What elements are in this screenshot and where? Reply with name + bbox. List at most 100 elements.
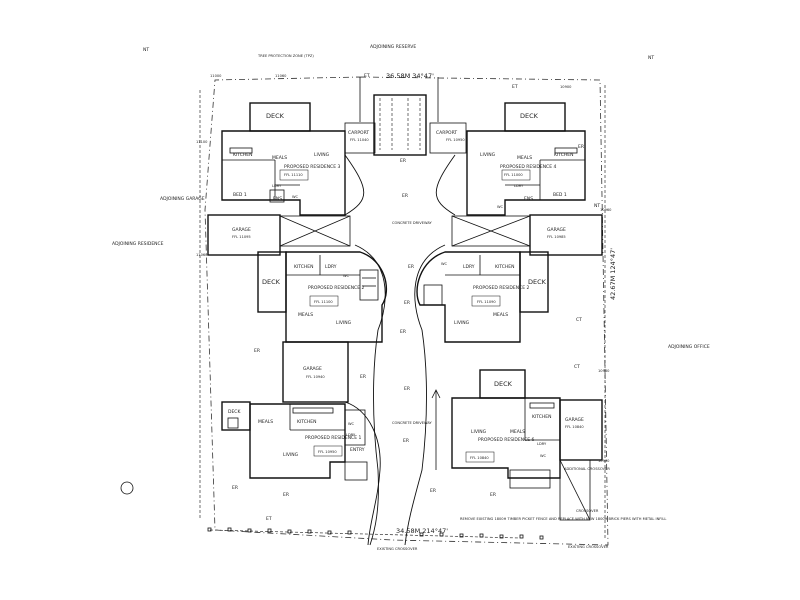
garage-bottom-right-level: FFL 10840 (565, 425, 584, 429)
r6-deck-label: DECK (494, 380, 513, 388)
r2r-wc-label: WC (441, 262, 448, 266)
spot-level-4: 11060 (196, 253, 208, 257)
garage-left-label: GARAGE (232, 227, 251, 233)
r6-living-label: LIVING (471, 429, 487, 435)
r1-living-label: LIVING (283, 452, 299, 458)
spot-level-2: 11060 (275, 74, 287, 78)
r4-bed-label: BED 1 (553, 192, 567, 198)
spot-level-7: 10960 (598, 459, 610, 463)
existing-crossover-left: EXISTING CROSSOVER (377, 547, 418, 551)
er-marker-1: ER (400, 158, 406, 164)
adjoining-office-label: ADJOINING OFFICE (668, 344, 710, 350)
garage-left-level: FFL 11095 (232, 235, 251, 239)
r1-wc-label: WC (348, 422, 355, 426)
r2l-wc-label: WC (343, 274, 350, 278)
r6-wc-label: WC (540, 454, 547, 458)
adjoining-reserve-label: ADJOINING RESERVE (370, 44, 416, 50)
r3-carport-label: CARPORT (348, 130, 369, 136)
r4-kitchen-label: KITCHEN (554, 152, 574, 158)
er-marker-7: ER (404, 386, 410, 392)
r3-deck-label: DECK (266, 112, 285, 120)
additional-crossover-label: ADDITIONAL CROSSOVER (564, 467, 610, 471)
spot-level-8: 10900 (560, 85, 572, 89)
r4-ffl: FFL 11000 (504, 173, 523, 177)
r1-title: PROPOSED RESIDENCE 1 (305, 435, 361, 441)
r2r-meals-label: MEALS (493, 312, 508, 318)
er-marker-5: ER (400, 329, 406, 335)
r6-kitchen-label: KITCHEN (532, 414, 552, 420)
nt-marker-1: NT (143, 47, 149, 53)
r2l-living-label: LIVING (336, 320, 352, 326)
r3-ldry-label: LDRY (272, 184, 282, 188)
residence-2-left (257, 251, 387, 343)
r6-ffl: FFL 10840 (470, 456, 489, 460)
et-marker-1: ET (364, 73, 370, 79)
residence-6 (451, 369, 591, 521)
driveway-top-label: CONCRETE DRIVEWAY (392, 221, 433, 225)
r4-deck-label: DECK (520, 112, 539, 120)
r2l-kitchen-label: KITCHEN (294, 264, 314, 270)
garage-right-level: FFL 10985 (547, 235, 566, 239)
garage-right (529, 214, 603, 256)
er-marker-3: ER (408, 264, 414, 270)
r3-kitchen-label: KITCHEN (233, 152, 253, 158)
garage-left (207, 214, 281, 256)
spot-level-1: 11000 (210, 74, 222, 78)
fence-note: REMOVE EXISTING 1800H TIMBER PICKET FENC… (460, 517, 666, 521)
r2l-title: PROPOSED RESIDENCE 2 (308, 285, 364, 291)
r3-wc-label: WC (292, 195, 299, 199)
et-marker-2: ET (512, 84, 518, 90)
r6-meals-label: MEALS (510, 429, 525, 435)
r3-bed-label: BED 1 (233, 192, 247, 198)
r4-title: PROPOSED RESIDENCE 4 (500, 164, 556, 170)
r2r-living-label: LIVING (454, 320, 470, 326)
top-boundary-dimension: 36.58M 34°47' (386, 72, 434, 80)
adjoining-residence-label: ADJOINING RESIDENCE (112, 241, 164, 247)
tree-protection-note: TREE PROTECTION ZONE (TPZ) (257, 54, 314, 58)
existing-crossover-right: EXISTING CROSSOVER (568, 545, 609, 549)
er-marker-6: ER (360, 374, 366, 380)
bottom-boundary-dimension: 34.58M 214°47' (396, 527, 448, 535)
residence-2-right (416, 251, 549, 343)
er-marker-10: ER (283, 492, 289, 498)
r3-carport-level: FFL 11040 (350, 138, 369, 142)
er-marker-2: ER (402, 193, 408, 199)
nt-marker-2: NT (648, 55, 654, 61)
et-marker-3: ET (266, 516, 272, 522)
r2l-meals-label: MEALS (298, 312, 313, 318)
r3-title: PROPOSED RESIDENCE 3 (284, 164, 340, 170)
r2r-kitchen-label: KITCHEN (495, 264, 515, 270)
r4-carport-level: FFL 10950 (446, 138, 465, 142)
er-marker-11: ER (430, 488, 436, 494)
new-crossover-label: CROSSOVER (576, 509, 599, 513)
r3-ffl: FFL 11110 (284, 173, 303, 177)
r1-ldry-label: LDRY (346, 433, 356, 437)
garage-bottom-right-label: GARAGE (565, 417, 584, 423)
r2r-ffl: FFL 11090 (477, 300, 496, 304)
garage-bottom-right (559, 399, 603, 461)
r1-deck-label: DECK (228, 409, 241, 415)
r2r-ldry-label: LDRY (463, 264, 475, 270)
ct-marker-2: CT (574, 364, 580, 370)
er-marker-8: ER (403, 438, 409, 444)
garage-center (282, 341, 349, 403)
r4-ldry-label: LDRY (514, 184, 524, 188)
er-marker-9: ER (232, 485, 238, 491)
r4-wc-label: WC (497, 205, 504, 209)
r2l-deck-label: DECK (262, 278, 281, 286)
er-marker-13: ER (254, 348, 260, 354)
r1-entry-label: ENTRY (350, 447, 365, 453)
right-boundary-dimension: 42.67M 124°47' (609, 248, 617, 300)
r3-ens-label: ENS (273, 196, 282, 202)
garage-center-label: GARAGE (303, 366, 322, 372)
north-symbol-icon (120, 481, 134, 495)
r6-ldry-label: LDRY (537, 442, 547, 446)
r3-living-label: LIVING (314, 152, 330, 158)
er-marker-14: ER (578, 144, 584, 150)
spot-level-3: 11100 (196, 140, 208, 144)
ct-marker-1: CT (576, 317, 582, 323)
driveway-bottom-label: CONCRETE DRIVEWAY (392, 421, 433, 425)
r4-living-label: LIVING (480, 152, 496, 158)
adjoining-garage-label: ADJOINING GARAGE (160, 196, 205, 202)
